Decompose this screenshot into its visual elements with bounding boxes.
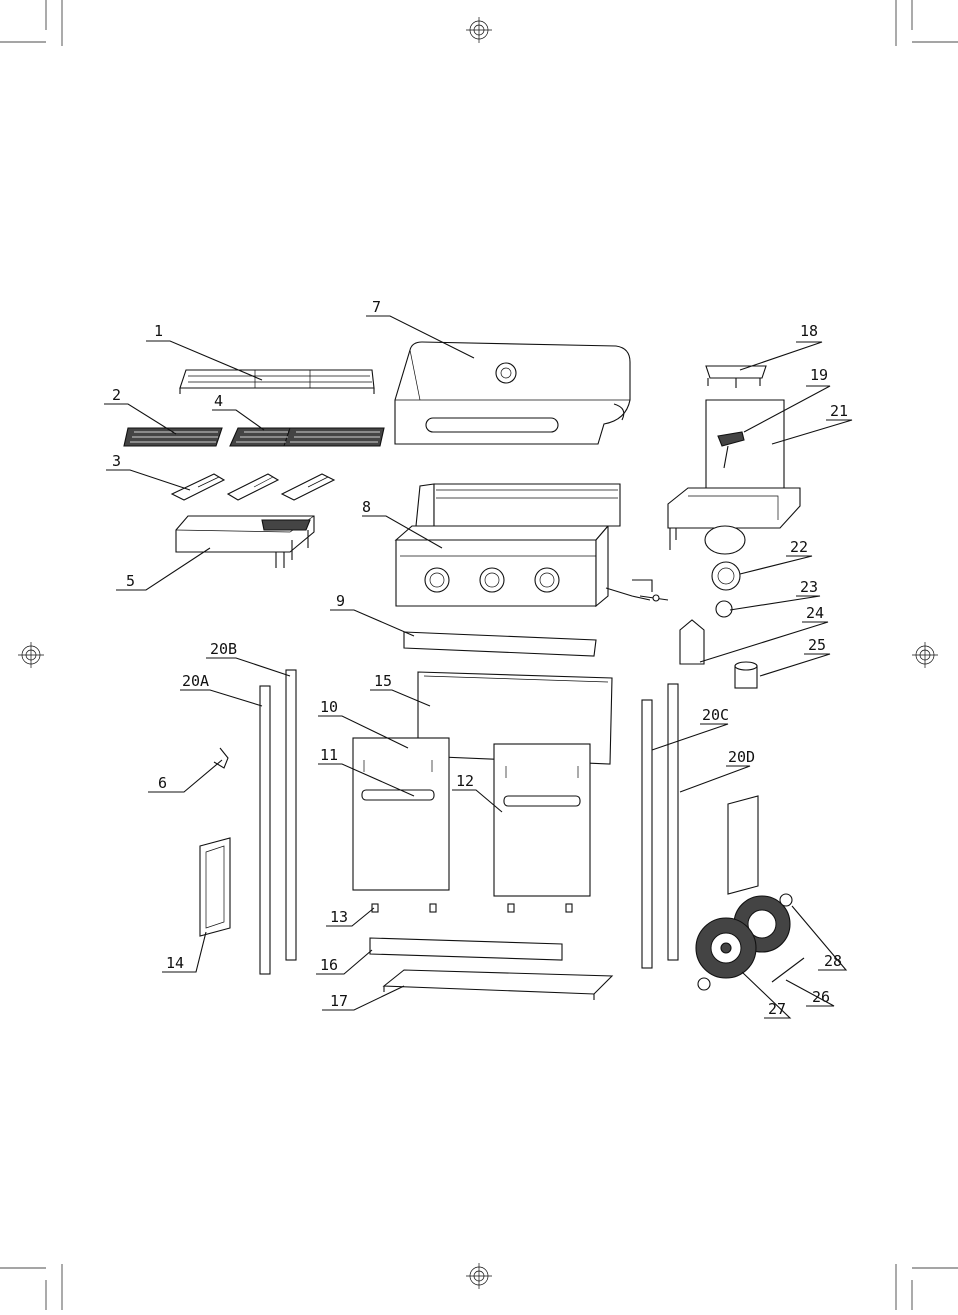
part-warming-rack xyxy=(180,370,374,394)
label-part-26: 26 xyxy=(812,988,830,1006)
part-burner-grate xyxy=(706,366,766,388)
label-part-10: 10 xyxy=(320,698,338,716)
part-legs-right xyxy=(642,684,678,968)
label-part-3: 3 xyxy=(112,452,121,470)
part-side-burner-panel xyxy=(706,400,784,490)
part-right-door xyxy=(494,744,590,896)
part-side-shelf xyxy=(176,516,314,568)
part-side-burner-tray xyxy=(668,488,800,554)
label-part-20C: 20C xyxy=(702,706,729,724)
label-part-21: 21 xyxy=(830,402,848,420)
label-part-27: 27 xyxy=(768,1000,786,1018)
registration-mark-left xyxy=(18,642,44,668)
part-flame-tamers xyxy=(172,474,334,500)
label-part-28: 28 xyxy=(824,952,842,970)
part-regulator xyxy=(680,620,704,664)
label-part-20A: 20A xyxy=(182,672,209,690)
part-bottom-shelf xyxy=(384,970,612,1000)
label-part-15: 15 xyxy=(374,672,392,690)
label-part-9: 9 xyxy=(336,592,345,610)
label-part-25: 25 xyxy=(808,636,826,654)
label-part-18: 18 xyxy=(800,322,818,340)
label-part-20B: 20B xyxy=(210,640,237,658)
label-part-19: 19 xyxy=(810,366,828,384)
label-part-20D: 20D xyxy=(728,748,755,766)
part-burner-cap xyxy=(712,562,740,590)
label-part-12: 12 xyxy=(456,772,474,790)
part-heat-shield xyxy=(404,632,596,656)
label-part-14: 14 xyxy=(166,954,184,972)
label-part-6: 6 xyxy=(158,774,167,792)
label-part-17: 17 xyxy=(330,992,348,1010)
part-lid xyxy=(395,342,630,444)
label-part-5: 5 xyxy=(126,572,135,590)
part-legs-left xyxy=(260,670,296,974)
label-part-8: 8 xyxy=(362,498,371,516)
part-side-panel xyxy=(728,796,758,894)
part-side-frame xyxy=(200,838,230,936)
label-part-1: 1 xyxy=(154,322,163,340)
label-part-7: 7 xyxy=(372,298,381,316)
label-part-16: 16 xyxy=(320,956,338,974)
label-part-22: 22 xyxy=(790,538,808,556)
label-part-2: 2 xyxy=(112,386,121,404)
label-part-11: 11 xyxy=(320,746,338,764)
label-part-4: 4 xyxy=(214,392,223,410)
registration-mark-bottom xyxy=(466,1263,492,1289)
part-left-door xyxy=(353,738,449,890)
part-crossbar xyxy=(370,938,562,960)
registration-mark-right xyxy=(912,642,938,668)
part-cooking-grates xyxy=(124,428,384,446)
part-knob-bezel xyxy=(716,601,732,617)
label-part-13: 13 xyxy=(330,908,348,926)
label-part-24: 24 xyxy=(806,604,824,622)
part-wheels xyxy=(696,896,790,978)
registration-mark-top xyxy=(466,17,492,43)
label-part-23: 23 xyxy=(800,578,818,596)
part-axle xyxy=(772,958,804,982)
part-cylinder xyxy=(735,662,757,688)
part-door-feet xyxy=(372,904,572,912)
